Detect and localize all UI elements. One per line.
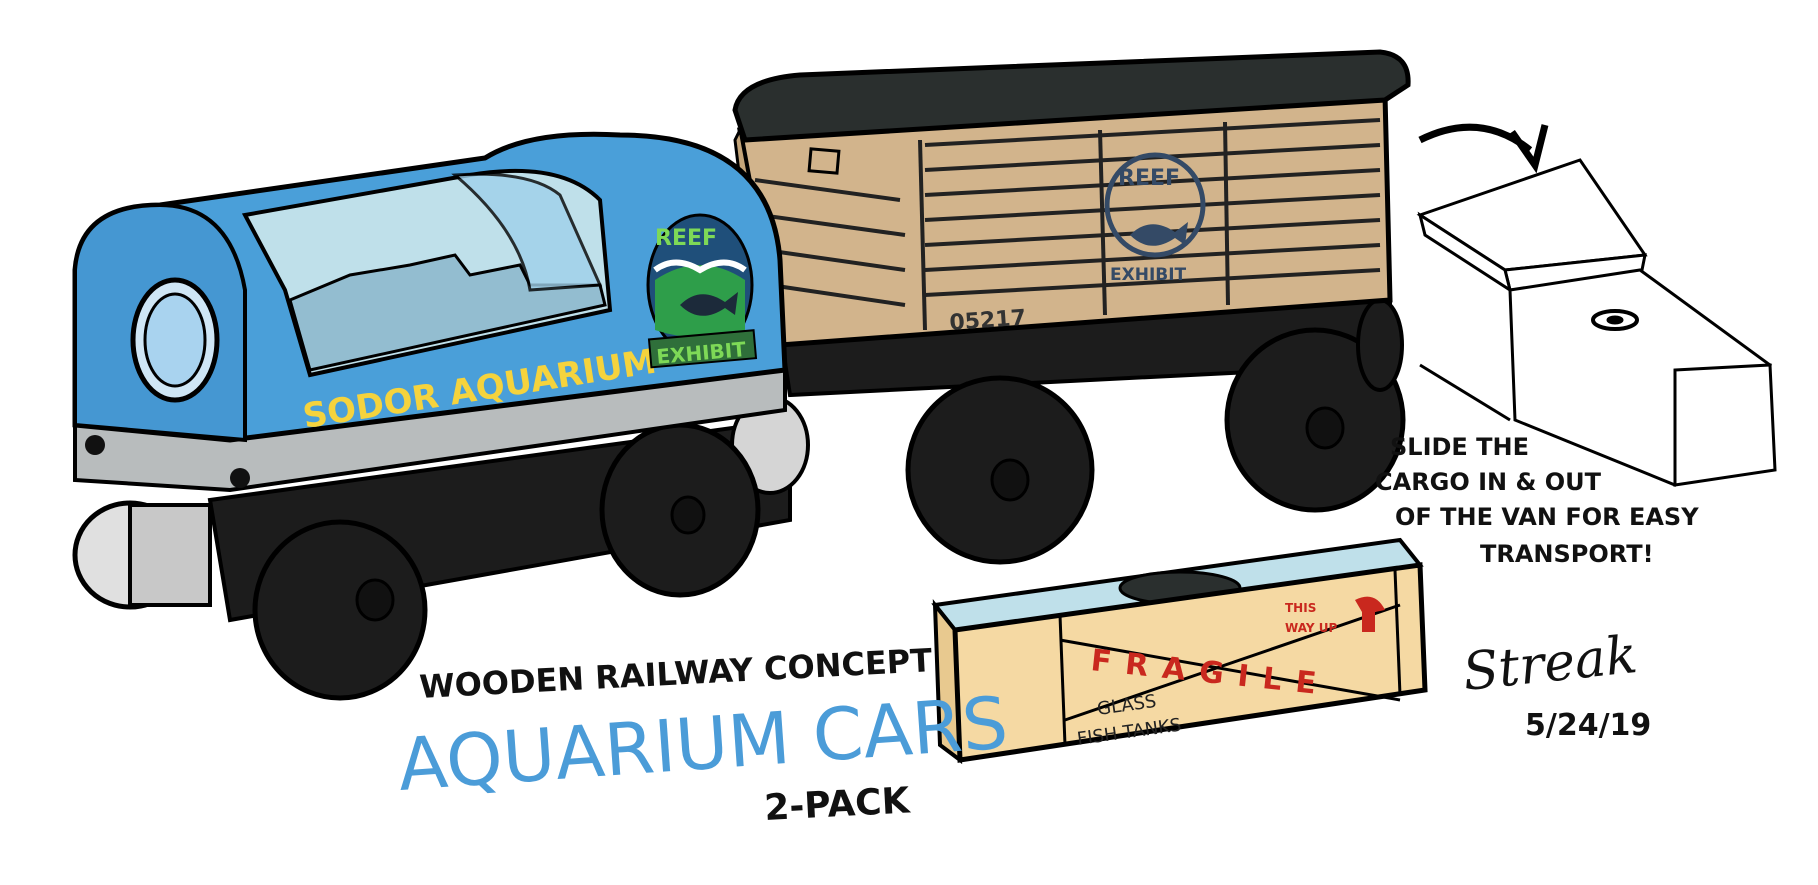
caption-subtitle: 2-PACK (763, 780, 911, 829)
slide-note: SLIDE THE CARGO IN & OUT OF THE VAN FOR … (1375, 433, 1699, 568)
note-line-3: OF THE VAN FOR EASY (1395, 503, 1699, 531)
van-reef-logo: REEF EXHIBIT (1104, 152, 1206, 285)
crate-this-way-2: WAY UP (1285, 621, 1337, 635)
van-roof (732, 49, 1411, 143)
fish-icon (1130, 222, 1188, 246)
car-wheel-front (252, 519, 428, 701)
crate-this-way-1: THIS (1285, 601, 1316, 615)
car-logo-top: REEF (655, 226, 717, 251)
van-number: 05217 (949, 306, 1027, 336)
slide-diagram (1416, 123, 1777, 487)
van-logo-top: REEF (1118, 166, 1180, 191)
note-line-1: SLIDE THE (1390, 433, 1529, 461)
signature-name: Streak (1460, 625, 1640, 703)
signature: Streak 5/24/19 (1460, 625, 1651, 743)
car-reef-logo: REEF EXHIBIT (646, 213, 758, 369)
fish-icon (680, 292, 738, 316)
note-line-4: TRANSPORT! (1480, 540, 1654, 568)
caption: WOODEN RAILWAY CONCEPT AQUARIUM CARS 2-P… (395, 641, 1010, 829)
van-logo-bottom: EXHIBIT (1110, 265, 1187, 285)
arrow-up-icon (1355, 596, 1385, 632)
aquarium-car: SODOR AQUARIUM REEF EXHIBIT (72, 131, 810, 701)
note-line-2: CARGO IN & OUT (1375, 468, 1602, 496)
cargo-crate: FRAGILE THIS WAY UP GLASS FISH TANKS (931, 537, 1428, 765)
signature-date: 5/24/19 (1525, 708, 1651, 743)
box-van: REEF EXHIBIT 05217 (732, 49, 1411, 565)
